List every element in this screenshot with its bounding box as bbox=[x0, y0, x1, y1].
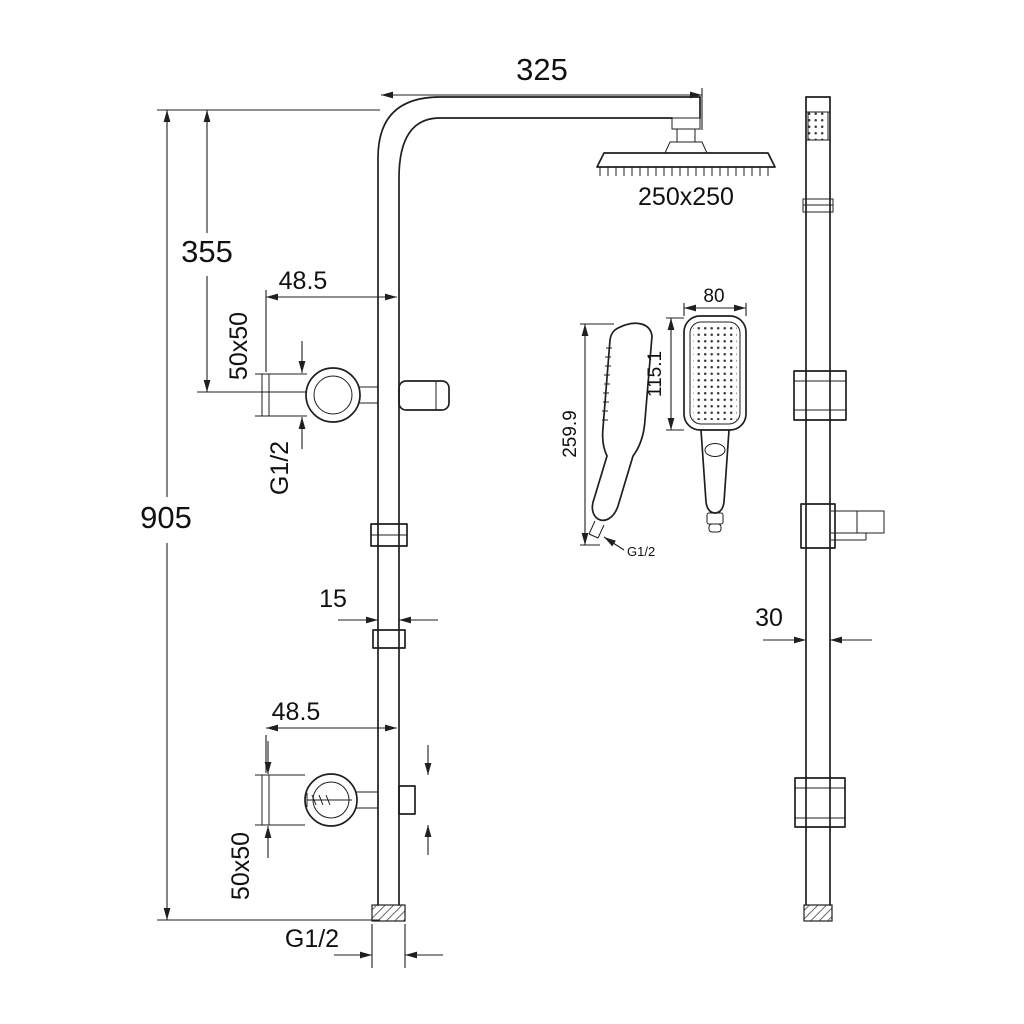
bracket-clamp bbox=[398, 380, 450, 411]
flange-outer bbox=[305, 367, 361, 423]
mid-clamp bbox=[372, 629, 406, 649]
pipe-inner-edge bbox=[398, 117, 673, 906]
head-plate bbox=[596, 152, 776, 168]
head-nozzles bbox=[599, 167, 769, 176]
dim-arm-width: 325 bbox=[516, 52, 568, 87]
dim-hand-length: 259.9 bbox=[560, 410, 581, 458]
rail-bottom-fitting bbox=[803, 904, 833, 922]
dim-upper-offset: 48.5 bbox=[279, 267, 328, 295]
bracket-clamp bbox=[398, 785, 416, 815]
lower-bracket-side bbox=[794, 777, 846, 828]
lower-wall-bracket bbox=[255, 773, 416, 827]
hand-shower-side-view: G1/2 bbox=[588, 322, 655, 559]
dim-lower-offset: 48.5 bbox=[272, 698, 321, 726]
dimensions: 325 250x250 355 905 48.5 50x50 G1/2 15 bbox=[140, 52, 872, 968]
hand-thread-label: G1/2 bbox=[627, 544, 655, 559]
dim-upper-plate: 50x50 bbox=[225, 312, 253, 380]
fixing-screw bbox=[306, 793, 352, 807]
flange-inner bbox=[313, 375, 353, 415]
wand-outline bbox=[591, 322, 653, 522]
slider-clamp bbox=[370, 523, 408, 547]
dim-hand-width: 80 bbox=[703, 286, 724, 307]
upper-bracket-side bbox=[793, 370, 847, 421]
shelf-clamp-side bbox=[800, 503, 836, 549]
dim-upper-thread: G1/2 bbox=[266, 441, 294, 495]
thread-leader bbox=[603, 536, 625, 551]
front-view bbox=[255, 96, 776, 922]
dim-inlet-thread: G1/2 bbox=[285, 925, 339, 953]
dim-hand-face: 115.1 bbox=[645, 351, 666, 397]
dim-rail-width: 15 bbox=[319, 585, 347, 613]
dim-rail-depth: 30 bbox=[755, 604, 783, 632]
rail-side-view bbox=[793, 96, 885, 922]
handle-button bbox=[704, 443, 726, 457]
handle-inlet bbox=[708, 523, 722, 533]
upper-wall-bracket bbox=[255, 367, 450, 423]
head-outline bbox=[683, 315, 747, 431]
spray-face-ticks bbox=[602, 347, 612, 421]
rain-shower-head bbox=[596, 152, 776, 176]
dim-total-height: 905 bbox=[140, 500, 192, 535]
flange-outer bbox=[304, 773, 358, 827]
nozzle-dots bbox=[693, 327, 737, 420]
dim-lower-plate: 50x50 bbox=[227, 832, 255, 900]
top-fitting bbox=[807, 111, 829, 141]
dim-upper-height: 355 bbox=[181, 234, 233, 269]
hand-shower-front-view bbox=[683, 315, 747, 533]
inlet-fitting bbox=[371, 904, 406, 922]
dim-head-size: 250x250 bbox=[638, 183, 734, 211]
face-plate bbox=[689, 321, 741, 425]
inlet-stub bbox=[588, 520, 605, 539]
